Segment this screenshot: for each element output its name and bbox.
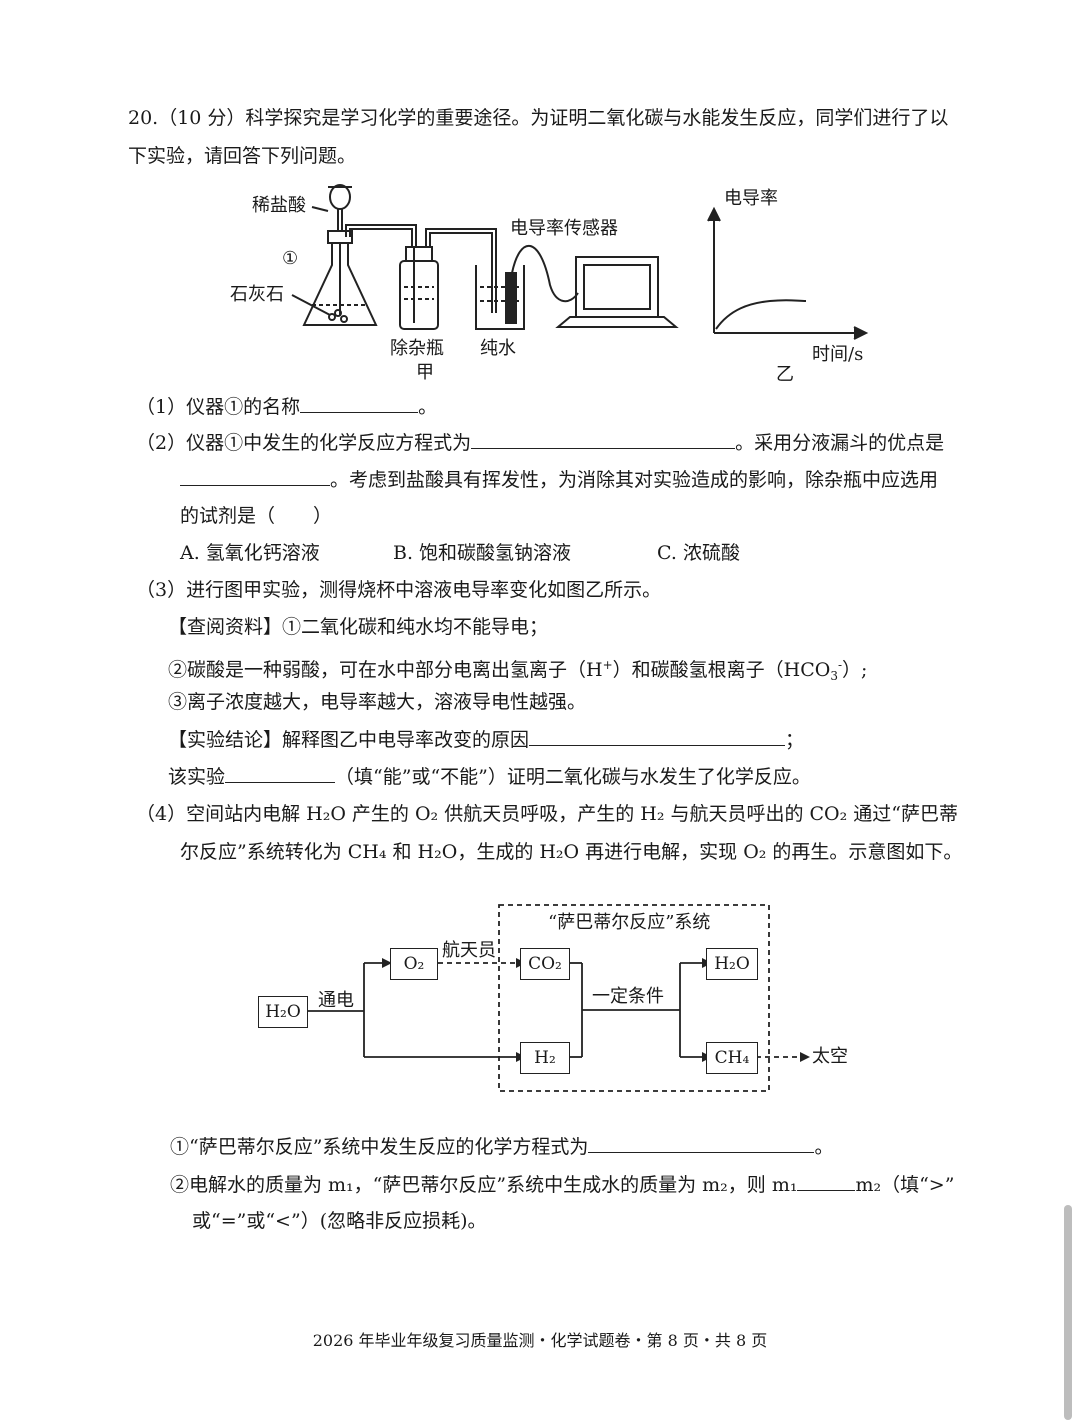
conductivity-graph: [707, 206, 869, 340]
flow-h2o-left: H₂O: [258, 996, 308, 1028]
label-pure-water: 纯水: [480, 338, 516, 359]
connecting-tube-1: [345, 224, 417, 247]
label-purification-bottle: 除杂瓶: [390, 338, 444, 359]
flow-astronaut-label: 航天员: [442, 940, 496, 961]
connecting-tube-2: [425, 228, 497, 313]
part3-ref2: ②碳酸是一种弱酸，可在水中部分电离出氢离子（H+）和碳酸氢根离子（HCO3-）;: [168, 658, 868, 683]
part3-can-blank[interactable]: [225, 764, 336, 783]
apparatus-figure: [291, 184, 679, 330]
part3-reason-blank[interactable]: [529, 727, 786, 746]
flow-space-label: 太空: [812, 1046, 848, 1067]
figure-b-caption: 乙: [776, 364, 794, 385]
part3-conclusion: 【实验结论】解释图乙中电导率改变的原因；: [168, 727, 805, 751]
part2-advantage-blank[interactable]: [180, 467, 330, 486]
label-conductivity-sensor: 电导率传感器: [510, 218, 618, 239]
flow-ch4: CH₄: [706, 1042, 758, 1074]
part4-compare-blank[interactable]: [797, 1172, 856, 1191]
figure-a-caption: 甲: [416, 362, 434, 383]
sensor-probe: [505, 272, 517, 324]
flow-condition-label: 一定条件: [592, 986, 664, 1007]
part4-q1: ①“萨巴蒂尔反应”系统中发生反应的化学方程式为。: [170, 1134, 834, 1158]
part3-line1: （3）进行图甲实验，测得烧杯中溶液电导率变化如图乙所示。: [136, 579, 662, 601]
option-a[interactable]: A. 氢氧化钙溶液: [180, 542, 320, 564]
question-intro-line2: 下实验，请回答下列问题。: [128, 145, 357, 167]
part1-text: （1）仪器①的名称: [136, 396, 301, 418]
part3-experiment: 该实验（填“能”或“不能”）证明二氧化碳与水发生了化学反应。: [168, 764, 811, 788]
part2-equation-blank[interactable]: [471, 430, 736, 449]
page-footer: 2026 年毕业年级复习质量监测・化学试题卷・第 8 页・共 8 页: [312, 1331, 768, 1350]
graph-y-arrow: [707, 206, 721, 222]
flow-diagram-lines: [308, 904, 810, 1092]
laptop-base: [555, 316, 679, 328]
flow-electrify-label: 通电: [318, 990, 354, 1011]
label-instrument-1: ①: [282, 248, 299, 269]
scrollbar-thumb[interactable]: [1064, 1205, 1072, 1420]
part2-line2: 。考虑到盐酸具有挥发性，为消除其对实验造成的影响，除杂瓶中应选用: [180, 467, 938, 492]
question-intro-line1: 20.（10 分）科学探究是学习化学的重要途径。为证明二氧化碳与水能发生反应，同…: [128, 107, 949, 129]
part3-ref1: 【查阅资料】①二氧化碳和纯水均不能导电；: [168, 616, 549, 638]
label-limestone: 石灰石: [230, 284, 284, 305]
funnel-bulb: [329, 184, 351, 210]
flask-stopper: [327, 230, 353, 244]
flow-h2o-right: H₂O: [706, 948, 758, 980]
option-c[interactable]: C. 浓硫酸: [657, 542, 740, 564]
flow-h2: H₂: [520, 1042, 570, 1074]
part4-equation-blank[interactable]: [588, 1134, 815, 1153]
graph-y-label: 电导率: [724, 188, 778, 209]
purification-bottle: [399, 260, 439, 330]
graph-x-label: 时间/s: [812, 344, 864, 365]
sabatier-system-box: [498, 904, 770, 1092]
label-dilute-hcl: 稀盐酸: [252, 195, 306, 216]
graph-x-arrow: [853, 326, 869, 340]
part4-line1: （4）空间站内电解 H₂O 产生的 O₂ 供航天员呼吸，产生的 H₂ 与航天员呼…: [136, 803, 958, 825]
flow-o2: O₂: [390, 948, 438, 980]
conductivity-curve: [715, 299, 807, 330]
part3-ref3: ③离子浓度越大，电导率越大，溶液导电性越强。: [168, 691, 587, 713]
part1-answer-blank[interactable]: [300, 394, 419, 413]
part2-line3: 的试剂是（ ）: [180, 505, 333, 527]
beaker: [475, 265, 525, 330]
part2-line1: （2）仪器①中发生的化学反应方程式为。采用分液漏斗的优点是: [136, 430, 945, 454]
option-b[interactable]: B. 饱和碳酸氢钠溶液: [393, 542, 572, 564]
part4-line2: 尔反应”系统转化为 CH₄ 和 H₂O，生成的 H₂O 再进行电解，实现 O₂ …: [180, 841, 963, 863]
flow-co2: CO₂: [520, 948, 570, 980]
conical-flask: [302, 243, 378, 326]
sensor-cable: [511, 244, 579, 303]
part1-line: （1）仪器①的名称。: [136, 394, 438, 418]
flow-system-title: “萨巴蒂尔反应”系统: [548, 912, 711, 933]
part4-q2-line2: 或“=”或“<”）(忽略非反应损耗)。: [192, 1210, 487, 1232]
